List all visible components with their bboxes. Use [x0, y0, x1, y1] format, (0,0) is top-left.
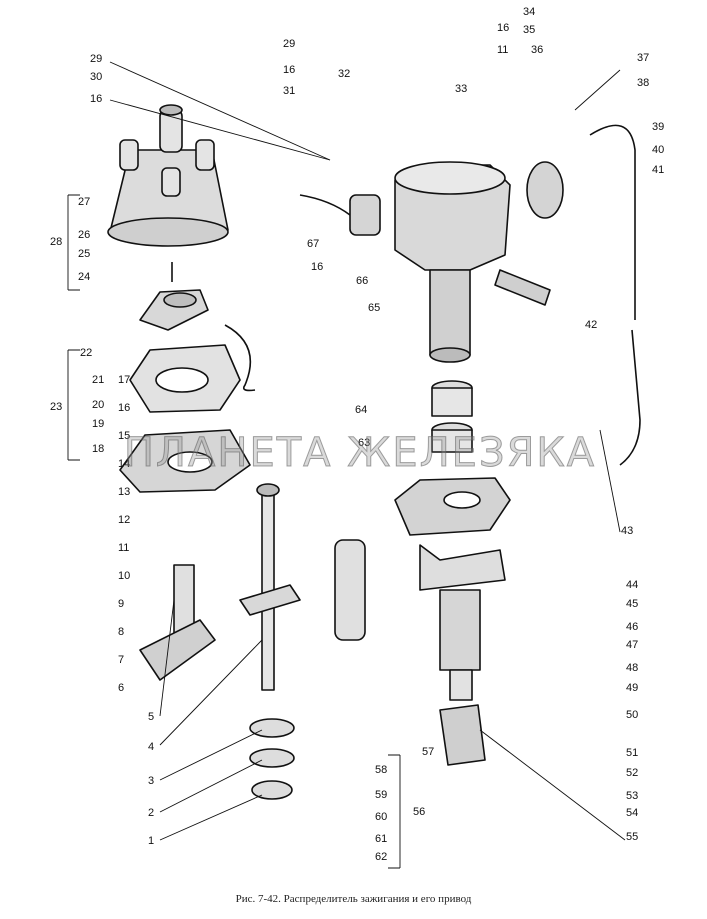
callout-35: 35 [523, 24, 535, 36]
callout-21: 21 [92, 374, 104, 386]
callout-49: 49 [626, 682, 638, 694]
callout-44: 44 [626, 579, 638, 591]
callout-5: 5 [148, 711, 154, 723]
callout-12: 12 [118, 514, 130, 526]
callout-55: 55 [626, 831, 638, 843]
callout-17: 17 [118, 374, 130, 386]
callout-67: 67 [307, 238, 319, 250]
callout-4: 4 [148, 741, 154, 753]
callout-13: 13 [118, 486, 130, 498]
callout-26: 26 [78, 229, 90, 241]
callout-62: 62 [375, 851, 387, 863]
callout-1: 1 [148, 835, 154, 847]
callout-34: 34 [523, 6, 535, 18]
callout-61: 61 [375, 833, 387, 845]
callout-29: 29 [283, 38, 295, 50]
callout-25: 25 [78, 248, 90, 260]
callout-41: 41 [652, 164, 664, 176]
callout-22: 22 [80, 347, 92, 359]
callout-54: 54 [626, 807, 638, 819]
callout-53: 53 [626, 790, 638, 802]
callout-60: 60 [375, 811, 387, 823]
callout-56: 56 [413, 806, 425, 818]
middle-callouts: 64 63 65 66 67 16 [307, 238, 380, 449]
cylinder-part [334, 539, 366, 641]
callout-16: 16 [497, 22, 509, 34]
rotor [139, 262, 209, 331]
callout-30: 30 [90, 71, 102, 83]
callout-43: 43 [621, 525, 633, 537]
callout-9: 9 [118, 598, 124, 610]
callout-16: 16 [283, 64, 295, 76]
callout-46: 46 [626, 621, 638, 633]
callout-16: 16 [311, 261, 323, 273]
callout-7: 7 [118, 654, 124, 666]
vacuum-unit [526, 124, 641, 466]
callout-8: 8 [118, 626, 124, 638]
callout-27: 27 [78, 196, 90, 208]
callout-16: 16 [118, 402, 130, 414]
callout-59: 59 [375, 789, 387, 801]
callout-57: 57 [422, 746, 434, 758]
callout-18: 18 [92, 443, 104, 455]
callout-65: 65 [368, 302, 380, 314]
callout-52: 52 [626, 767, 638, 779]
callout-66: 66 [356, 275, 368, 287]
capacitor [299, 194, 381, 236]
callout-20: 20 [92, 399, 104, 411]
callout-6: 6 [118, 682, 124, 694]
callout-33: 33 [455, 83, 467, 95]
left-callouts: 1234567891011121314151617181920212223242… [50, 196, 154, 847]
callout-58: 58 [375, 764, 387, 776]
figure-caption: Рис. 7-42. Распределитель зажигания и ег… [235, 893, 472, 905]
callout-39: 39 [652, 121, 664, 133]
distributor-body [394, 161, 551, 363]
breaker-plate [129, 324, 256, 413]
callout-19: 19 [92, 418, 104, 430]
callout-63: 63 [358, 437, 370, 449]
callout-2: 2 [148, 807, 154, 819]
callout-32: 32 [338, 68, 350, 80]
leader-lines [67, 61, 626, 869]
callout-64: 64 [355, 404, 367, 416]
callout-51: 51 [626, 747, 638, 759]
callout-45: 45 [626, 598, 638, 610]
callout-42: 42 [585, 319, 597, 331]
bushing-stack [431, 380, 473, 453]
distributor-cap [107, 104, 229, 247]
callout-29: 29 [90, 53, 102, 65]
callout-47: 47 [626, 639, 638, 651]
callout-31: 31 [283, 85, 295, 97]
housing-plate [119, 429, 251, 493]
callout-15: 15 [118, 430, 130, 442]
callout-50: 50 [626, 709, 638, 721]
callout-11: 11 [497, 44, 508, 56]
callout-11: 11 [118, 542, 129, 554]
callout-40: 40 [652, 144, 664, 156]
callout-28: 28 [50, 236, 62, 248]
callout-16: 16 [90, 93, 102, 105]
callout-38: 38 [637, 77, 649, 89]
right-callouts: 44 45 46 47 48 49 50 51 52 53 54 55 56 57 58 59 60 61 62 [375, 579, 638, 863]
callout-48: 48 [626, 662, 638, 674]
left-shaft [139, 483, 301, 800]
callout-24: 24 [78, 271, 90, 283]
drive-housing [394, 477, 511, 766]
callout-3: 3 [148, 775, 154, 787]
callout-10: 10 [118, 570, 130, 582]
callout-23: 23 [50, 401, 62, 413]
top-callouts: 29 30 16 29 16 31 32 33 16 11 34 35 36 37 38 39 40 41 42 43 [90, 6, 664, 537]
callout-36: 36 [531, 44, 543, 56]
callout-14: 14 [118, 458, 130, 470]
callout-37: 37 [637, 52, 649, 64]
